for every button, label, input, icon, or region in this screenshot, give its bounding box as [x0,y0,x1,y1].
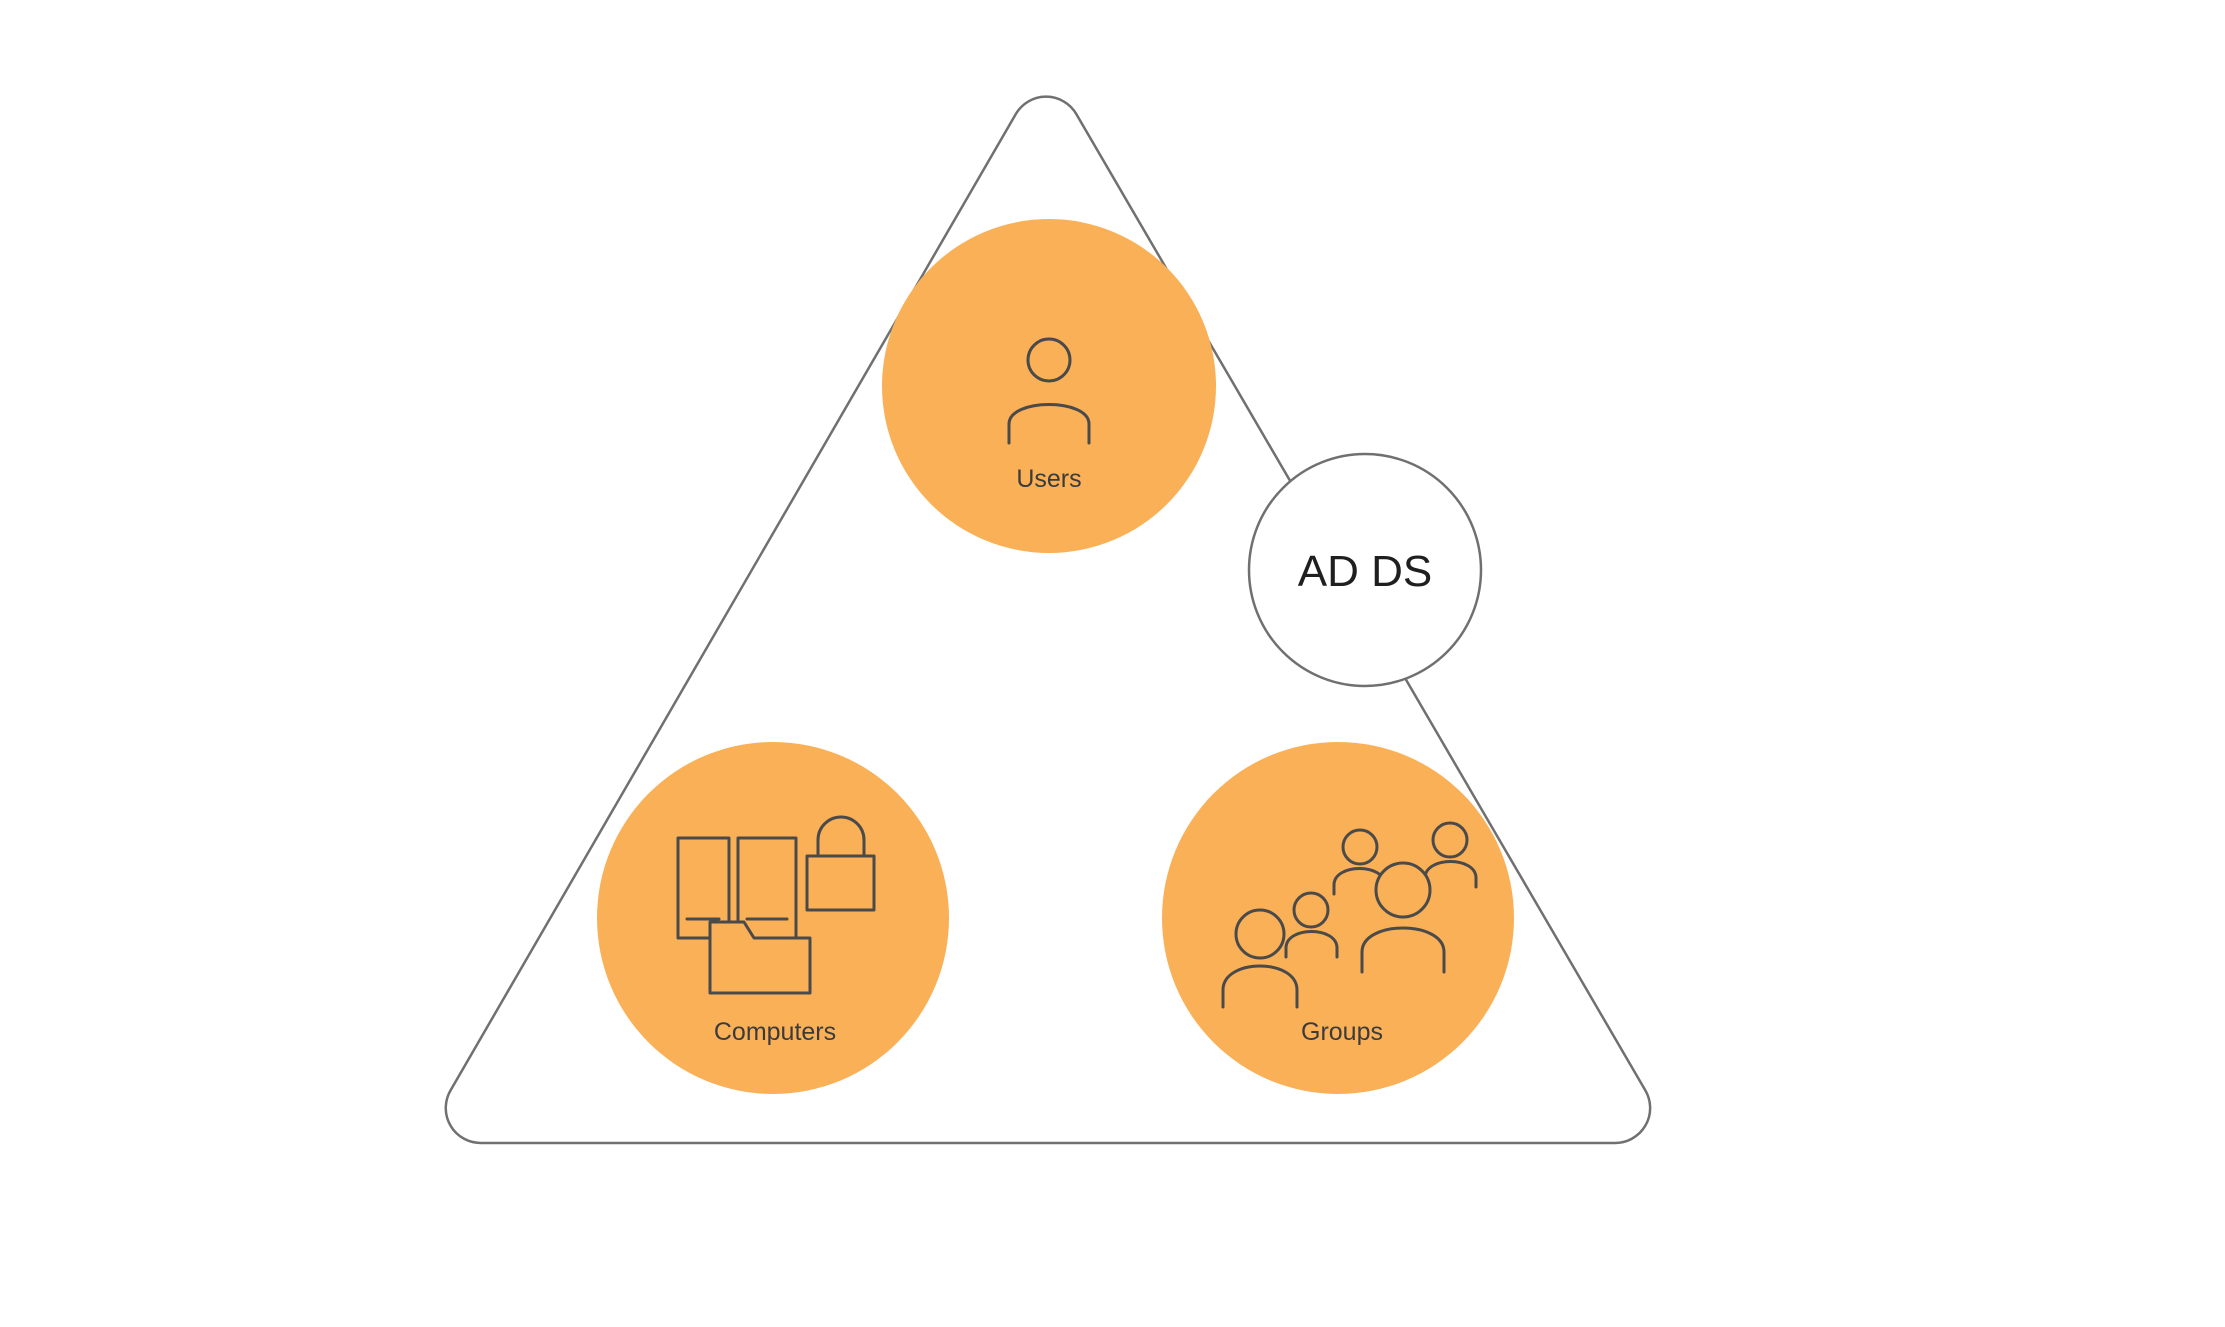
computers-node: Computers [597,742,949,1094]
folder-icon [708,920,812,995]
users-node-circle [882,219,1216,553]
users-node: Users [882,219,1216,553]
adds-node: AD DS [1247,452,1483,688]
adds-label: AD DS [1298,547,1432,596]
groups-node: Groups [1162,742,1514,1094]
person-icon [1007,337,1091,445]
users-label: Users [1016,465,1081,493]
person-small-back-icon [1284,891,1339,959]
adds-node-circle [1247,452,1483,688]
padlock-icon [805,815,876,912]
person-large-center-icon [1360,861,1446,974]
groups-label: Groups [1301,1018,1383,1046]
people-group-icon [1221,821,1478,1009]
computers-label: Computers [714,1018,836,1046]
computers-folder-lock-icon [676,815,876,995]
person-medium-front-icon [1221,908,1299,1009]
